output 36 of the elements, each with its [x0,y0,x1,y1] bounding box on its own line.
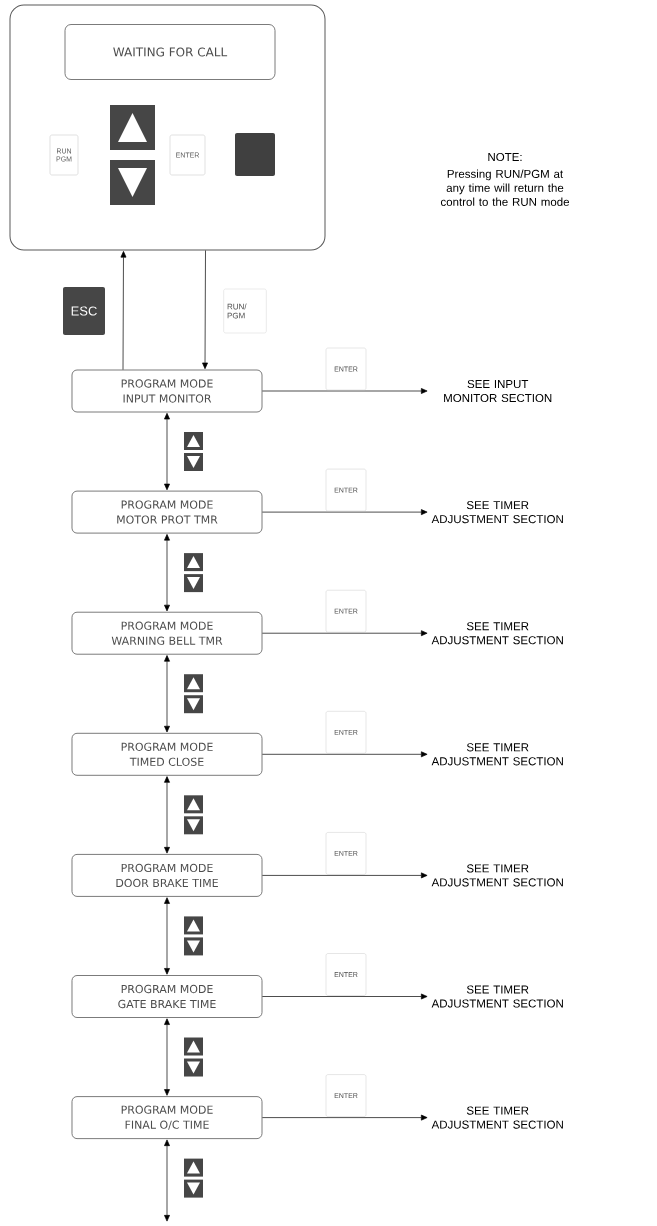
section-reference: SEE TIMER ADJUSTMENT SECTION [431,501,563,524]
arrow [164,776,170,854]
arrow [164,534,170,612]
arrow [164,897,170,975]
arrow [262,509,428,515]
arrow [120,251,127,370]
arrow [262,630,428,637]
section-reference: SEE TIMER ADJUSTMENT SECTION [431,864,563,887]
section-reference: SEE TIMER ADJUSTMENT SECTION [431,622,563,645]
program-mode-display: PROGRAM MODE INPUT MONITOR [71,369,263,413]
note-text: Pressing RUN/PGM at any time will return the control to the RUN mode [440,169,569,206]
arrow [202,250,208,370]
arrow [262,751,428,758]
arrow [164,1018,170,1096]
section-reference: SEE TIMER ADJUSTMENT SECTION [431,743,563,766]
arrow [262,1114,428,1121]
program-mode-display: PROGRAM MODE DOOR BRAKE TIME [71,854,263,897]
program-mode-display: PROGRAM MODE WARNING BELL TMR [71,611,263,655]
control-panel [9,4,326,251]
arrow [262,388,428,394]
note-heading: NOTE: [488,152,522,162]
arrow [164,655,170,733]
program-mode-display: PROGRAM MODE MOTOR PROT TMR [71,490,263,534]
arrow [164,412,170,491]
program-mode-display: PROGRAM MODE GATE BRAKE TIME [71,975,263,1018]
display-screen: WAITING FOR CALL [64,24,276,80]
arrow [262,872,428,879]
section-reference: SEE INPUT MONITOR SECTION [444,379,552,403]
section-reference: SEE TIMER ADJUSTMENT SECTION [431,1106,563,1129]
escape-key: ESC [63,287,105,335]
arrow [164,1139,170,1222]
section-reference: SEE TIMER ADJUSTMENT SECTION [431,985,563,1008]
arrow [262,993,428,1000]
program-mode-display: PROGRAM MODE FINAL O/C TIME [71,1096,263,1139]
run-program-key: RUN/ PGM [223,288,267,334]
program-mode-display: PROGRAM MODE TIMED CLOSE [71,732,263,776]
